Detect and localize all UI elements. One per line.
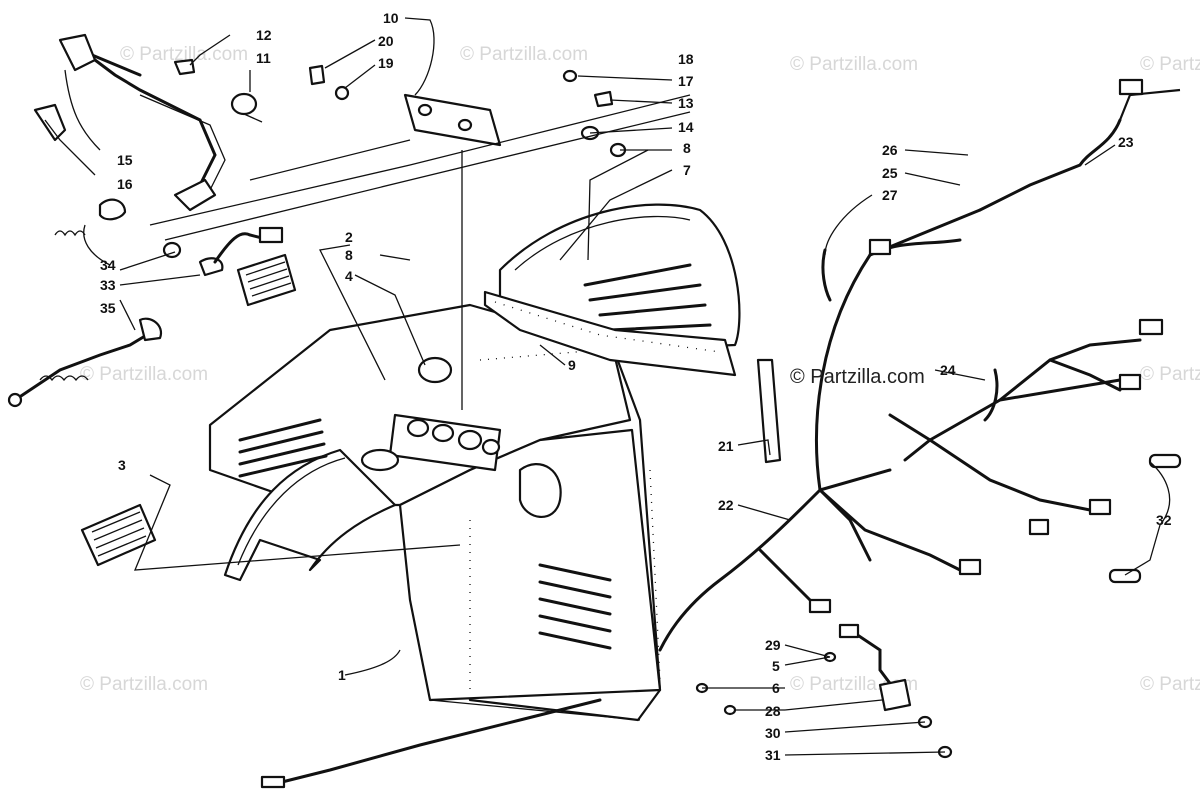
callout-14: 14 xyxy=(678,119,694,135)
callout-27: 27 xyxy=(882,187,898,203)
watermark: © Partzilla.com xyxy=(790,54,918,75)
callout-20: 20 xyxy=(378,33,394,49)
decals xyxy=(80,253,297,567)
watermark: © Partzilla.com xyxy=(1140,674,1200,695)
callout-18: 18 xyxy=(678,51,694,67)
callout-28: 28 xyxy=(765,703,781,719)
callout-25: 25 xyxy=(882,165,898,181)
watermark-center: © Partzilla.com xyxy=(790,366,925,388)
callout-12: 12 xyxy=(256,27,272,43)
callout-17: 17 xyxy=(678,73,694,89)
callout-26: 26 xyxy=(882,142,898,158)
callout-32: 32 xyxy=(1156,512,1172,528)
callout-5: 5 xyxy=(772,658,780,674)
watermark: © Partzilla.com xyxy=(120,44,248,65)
callout-8-right: 8 xyxy=(683,140,691,156)
upper-left-parts xyxy=(7,33,691,408)
callout-19: 19 xyxy=(378,55,394,71)
callout-1: 1 xyxy=(338,667,346,683)
callout-3: 3 xyxy=(118,457,126,473)
callout-16: 16 xyxy=(117,176,133,192)
callout-4: 4 xyxy=(345,268,353,284)
callout-34: 34 xyxy=(100,257,116,273)
callout-31: 31 xyxy=(765,747,781,763)
callout-labels: 1 2 3 4 5 6 7 8 8 9 10 11 12 13 14 15 16… xyxy=(100,10,1172,763)
wiring-harness xyxy=(658,78,1182,652)
callout-24: 24 xyxy=(940,362,956,378)
leader-lines xyxy=(44,17,1171,756)
callout-13: 13 xyxy=(678,95,694,111)
callout-35: 35 xyxy=(100,300,116,316)
watermark: © Partzilla.com xyxy=(80,364,208,385)
callout-22: 22 xyxy=(718,497,734,513)
console-cover xyxy=(483,203,741,377)
callout-29: 29 xyxy=(765,637,781,653)
callout-2: 2 xyxy=(345,229,353,245)
callout-9: 9 xyxy=(568,357,576,373)
callout-11: 11 xyxy=(256,50,271,66)
callout-23: 23 xyxy=(1118,134,1134,150)
callout-10: 10 xyxy=(383,10,399,26)
lower-cable xyxy=(268,698,602,787)
watermark: © Partzilla.com xyxy=(80,674,208,695)
callout-30: 30 xyxy=(765,725,781,741)
watermark: © Partzilla.com xyxy=(1140,54,1200,75)
callout-15: 15 xyxy=(117,152,133,168)
callout-33: 33 xyxy=(100,277,116,293)
callout-21: 21 xyxy=(718,438,734,454)
callout-7: 7 xyxy=(683,162,691,178)
callout-6: 6 xyxy=(772,680,780,696)
watermark: © Partzilla.com xyxy=(460,44,588,65)
console-body xyxy=(208,303,662,722)
callout-8-left: 8 xyxy=(345,247,353,263)
watermark: © Partzilla.com xyxy=(1140,364,1200,385)
